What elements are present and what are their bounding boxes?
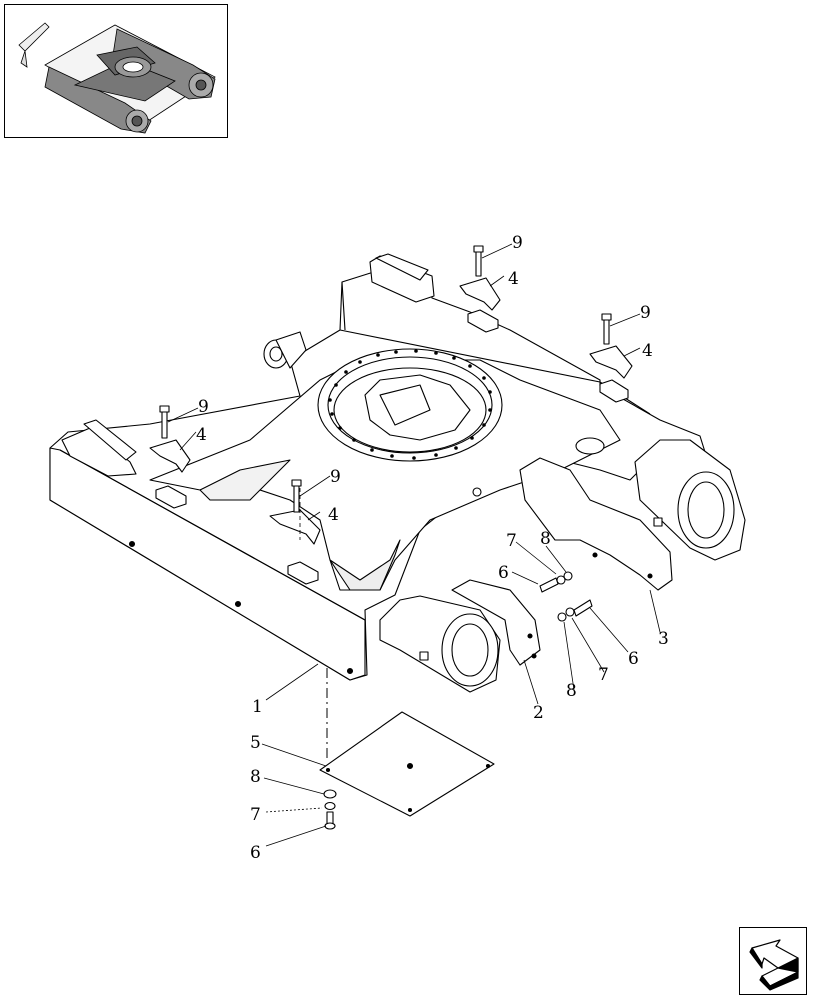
callout-6: 6 [628,649,639,669]
callout-9: 9 [198,397,209,417]
callout-8: 8 [540,529,551,549]
callout-4: 4 [328,505,339,525]
thumbnail-drawing [18,22,216,134]
return-arrow-graphic [749,939,799,991]
callout-7: 7 [250,805,261,825]
under-cover-plate-5 [319,711,495,817]
callout-4: 4 [508,269,519,289]
callout-3: 3 [658,629,669,649]
callout-7: 7 [506,531,517,551]
callout-5: 5 [250,733,261,753]
callout-9: 9 [330,467,341,487]
callout-9: 9 [640,303,651,323]
callout-8: 8 [566,681,577,701]
callout-6: 6 [498,563,509,583]
machine-overview-thumbnail [4,4,228,138]
return-arrow-icon[interactable] [739,927,807,995]
callout-6: 6 [250,843,261,863]
callout-9: 9 [512,233,523,253]
callout-7: 7 [598,665,609,685]
callout-4: 4 [196,425,207,445]
callout-4: 4 [642,341,653,361]
bracket-4a [149,439,191,473]
cover-plate-3 [519,457,673,591]
bolts-9 [159,245,612,513]
callout-8: 8 [250,767,261,787]
cover-plate-2 [451,579,541,666]
callout-1: 1 [252,697,263,717]
bracket-4d [589,345,633,379]
callout-2: 2 [533,703,544,723]
